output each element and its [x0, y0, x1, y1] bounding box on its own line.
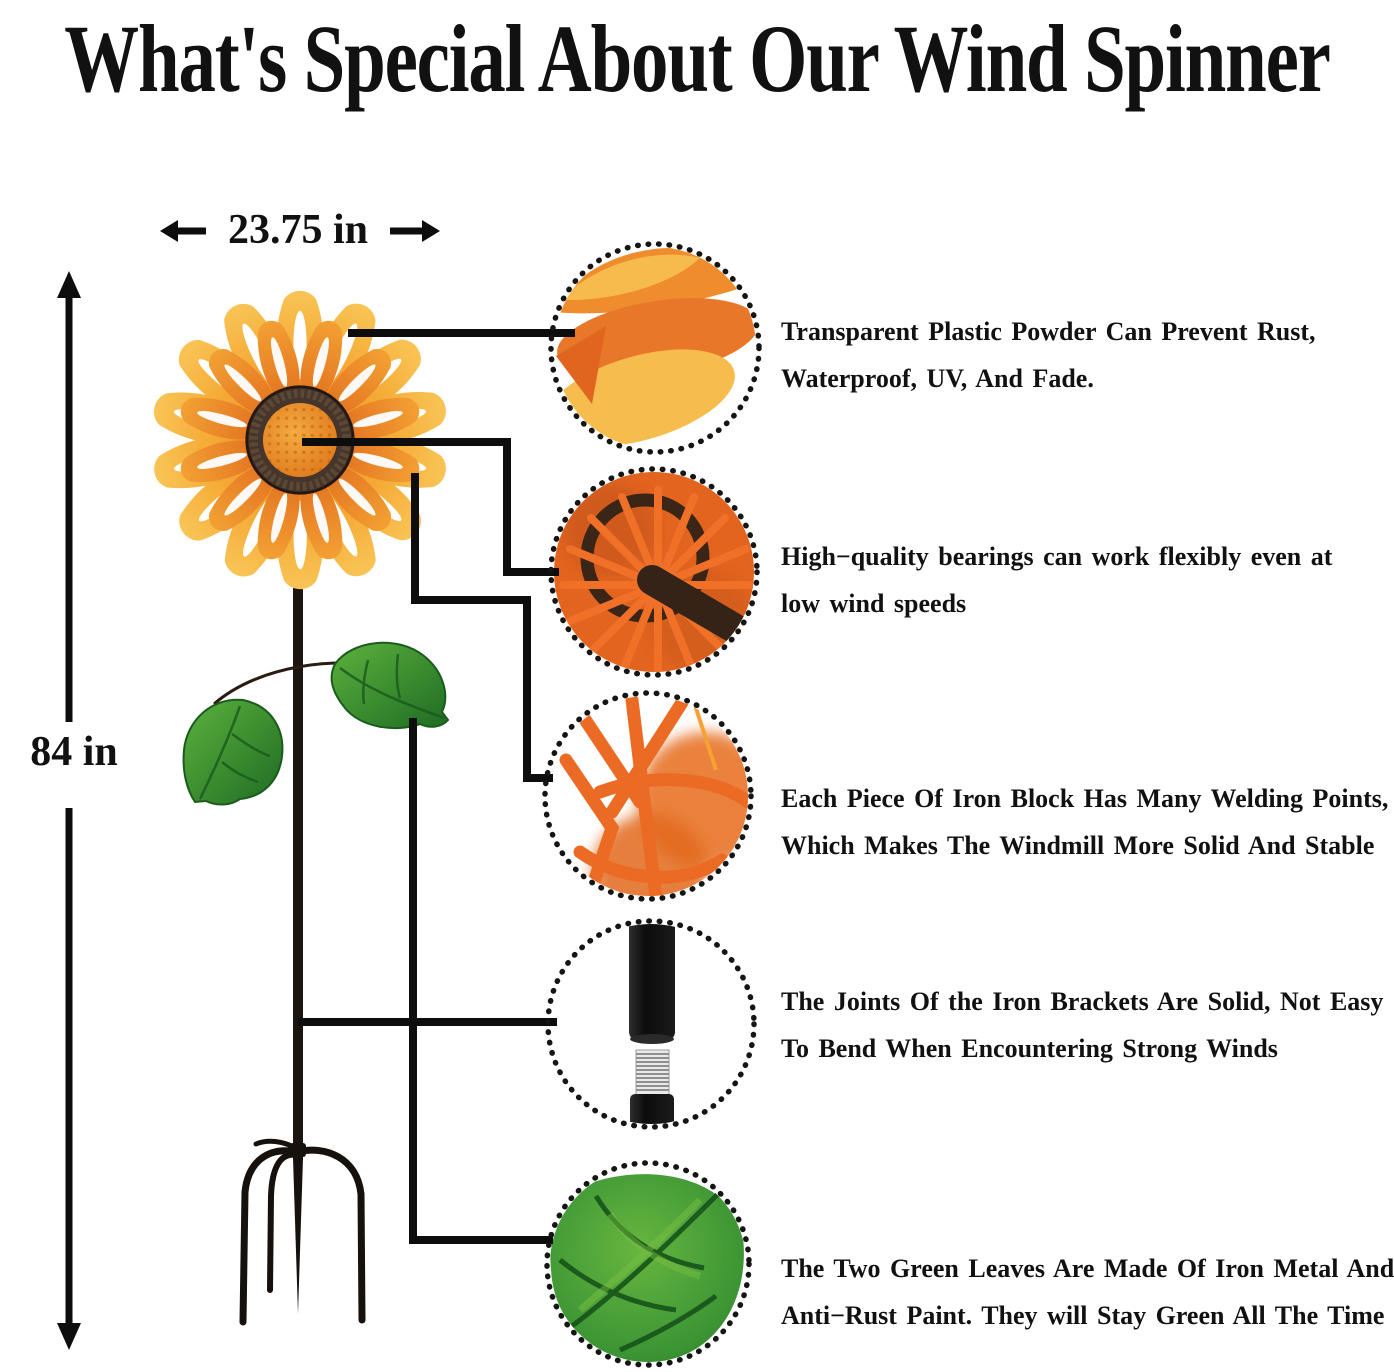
callout-circle-joint — [551, 924, 751, 1124]
left-leaf — [182, 698, 284, 806]
callout-text-welding: Each Piece Of Iron Block Has Many Weldin… — [781, 775, 1394, 869]
dotted-border-joint — [545, 918, 757, 1130]
flower-center-disc — [245, 385, 355, 495]
sunflower-head — [149, 290, 451, 590]
width-dimension-line — [160, 220, 440, 242]
dotted-border-bearing — [548, 466, 760, 678]
callout-text-joints: The Joints Of the Iron Brackets Are Soli… — [781, 978, 1394, 1072]
connector-line-bearing — [302, 438, 559, 576]
callout-circle-leaf — [550, 1166, 746, 1362]
right-leaf — [330, 641, 450, 730]
connector-line-leaf — [409, 718, 553, 1244]
callout-line: low wind speeds — [781, 589, 967, 618]
connector-line-welding — [411, 473, 553, 782]
dotted-border-petal — [548, 241, 762, 455]
ground-stake — [239, 1138, 366, 1326]
callout-line: Which Makes The Windmill More Solid And … — [781, 831, 1375, 860]
height-dimension-line — [57, 271, 81, 1350]
callout-text-bearings: High−quality bearings can work flexibly … — [781, 533, 1394, 627]
callout-line: Waterproof, UV, And Fade. — [781, 364, 1094, 393]
callout-line: High−quality bearings can work flexibly … — [781, 542, 1333, 571]
callout-line: Each Piece Of Iron Block Has Many Weldin… — [781, 784, 1389, 813]
callout-line: Transparent Plastic Powder Can Prevent R… — [781, 317, 1316, 346]
page-title: What's Special About Our Wind Spinner — [64, 5, 1331, 113]
callout-line: The Joints Of the Iron Brackets Are Soli… — [781, 987, 1384, 1016]
callout-text-coating: Transparent Plastic Powder Can Prevent R… — [781, 308, 1394, 402]
width-dimension-label: 23.75 in — [227, 207, 369, 253]
callout-circle-bearing — [554, 472, 754, 672]
height-dimension-label: 84 in — [30, 729, 118, 775]
dotted-border-leaf — [544, 1160, 752, 1368]
callout-circle-welding — [548, 696, 748, 896]
callout-circle-petal — [554, 247, 756, 449]
dotted-border-welding — [542, 690, 754, 902]
callout-line: The Two Green Leaves Are Made Of Iron Me… — [781, 1254, 1394, 1283]
callout-text-leaves: The Two Green Leaves Are Made Of Iron Me… — [781, 1245, 1394, 1339]
callout-line: Anti−Rust Paint. They will Stay Green Al… — [781, 1301, 1385, 1330]
callout-line: To Bend When Encountering Strong Winds — [781, 1034, 1278, 1063]
